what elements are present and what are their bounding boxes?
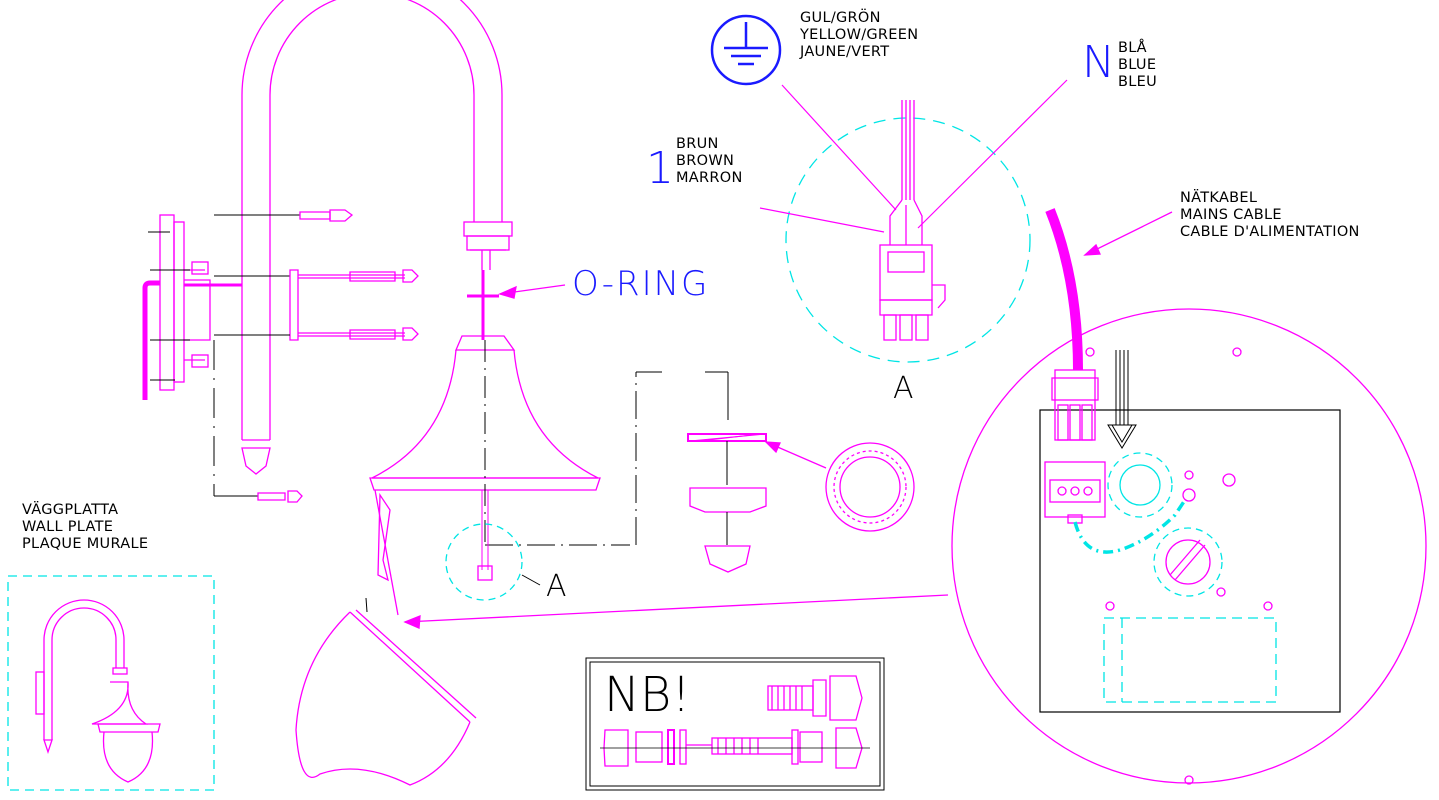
neutral-symbol: N [1082, 37, 1115, 88]
earth-label-sv: GUL/GRÖN [800, 10, 881, 26]
live-label-sv: BRUN [676, 136, 719, 152]
detail-a-marker-label: A [546, 569, 567, 604]
detail-a-title: A [893, 371, 914, 406]
earth-label: GUL/GRÖN YELLOW/GREEN JAUNE/VERT [800, 10, 918, 61]
note-box [585, 657, 885, 791]
wall-plate-label-en: WALL PLATE [22, 519, 114, 535]
detail-a-marker [445, 523, 541, 601]
mains-cable-label-sv: NÄTKABEL [1180, 190, 1258, 206]
mains-cable [1045, 208, 1173, 371]
neutral-label-en: BLUE [1118, 57, 1157, 73]
live-label-en: BROWN [676, 153, 735, 169]
note-screw-bottom [600, 727, 870, 769]
wall-plate-label-sv: VÄGGPLATTA [22, 502, 119, 518]
o-ring-label: O-RING [572, 264, 710, 304]
mains-cable-label-en: MAINS CABLE [1180, 207, 1282, 223]
wall-plate-thumbnail [7, 575, 215, 791]
earth-ground-symbol-icon [710, 14, 782, 86]
note-screw-top [767, 675, 863, 721]
glass-bowl [295, 594, 949, 786]
wall-bracket [142, 214, 242, 400]
o-ring [467, 270, 566, 340]
gooseneck-arm [241, 0, 513, 475]
base-plate-detail [951, 308, 1427, 785]
neutral-label-fr: BLEU [1118, 74, 1158, 90]
washer-nut-stack [687, 433, 915, 573]
live-label: BRUN BROWN MARRON [676, 136, 743, 187]
detail-a-connector [759, 79, 1068, 363]
wall-plate-label-fr: PLAQUE MURALE [22, 536, 149, 552]
note-label: NB! [604, 667, 691, 723]
lamp-shade [369, 335, 729, 616]
mounting-screws [213, 209, 419, 503]
neutral-label-sv: BLÅ [1118, 40, 1147, 56]
earth-label-en: YELLOW/GREEN [800, 27, 919, 43]
neutral-label: BLÅ BLUE BLEU [1118, 40, 1157, 91]
mains-cable-label: NÄTKABEL MAINS CABLE CABLE D'ALIMENTATIO… [1180, 190, 1360, 241]
earth-label-fr: JAUNE/VERT [800, 44, 890, 60]
live-label-fr: MARRON [676, 170, 743, 186]
insert-arrow-icon [1107, 350, 1137, 449]
live-symbol: 1 [646, 143, 674, 194]
wall-plate-label: VÄGGPLATTA WALL PLATE PLAQUE MURALE [22, 502, 148, 553]
mains-cable-label-fr: CABLE D'ALIMENTATION [1180, 224, 1360, 240]
